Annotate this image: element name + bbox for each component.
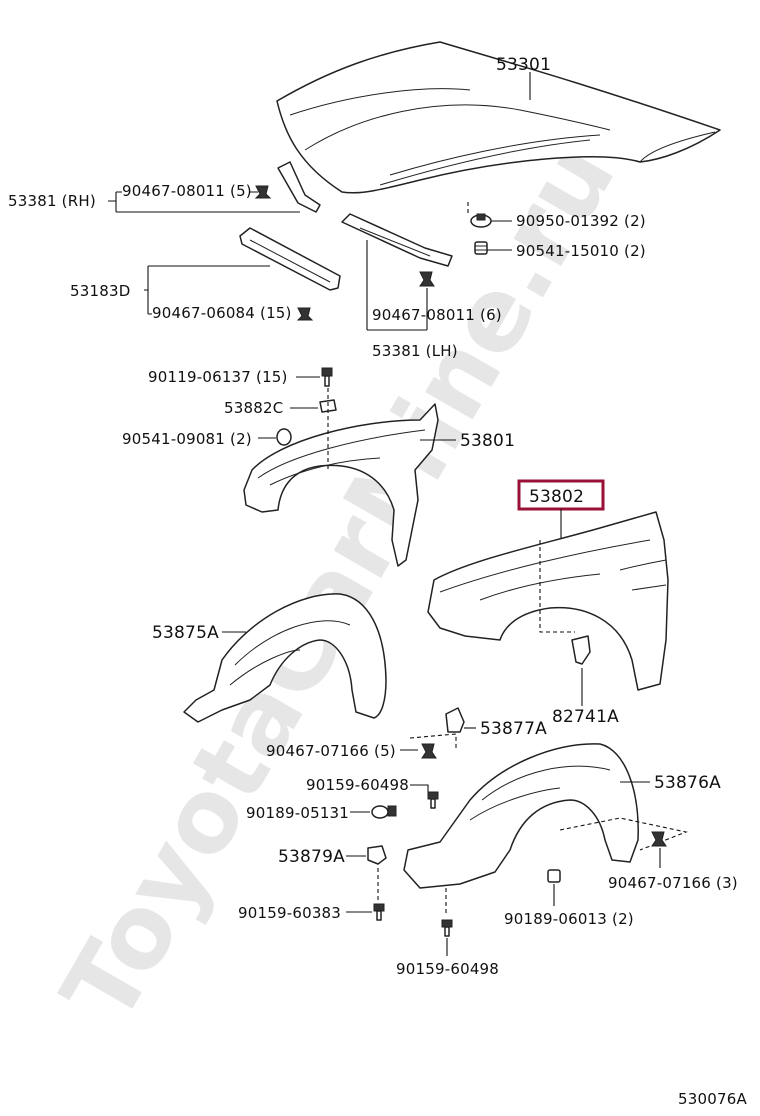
label-seal-lh[interactable]: 53381 (LH) <box>372 342 458 360</box>
screw-60498-a-leader <box>410 784 429 792</box>
clip-07166-3-dash <box>559 817 688 851</box>
nut-icon[interactable] <box>547 869 561 883</box>
bracket-82741a-icon[interactable] <box>571 635 591 665</box>
hood-seal-lh-part[interactable] <box>341 213 453 267</box>
seal-lh-leader <box>366 240 428 331</box>
hood-lock-support-panel-part[interactable] <box>239 227 341 291</box>
fender-liner-rh-part[interactable] <box>403 743 639 889</box>
screw-icon[interactable] <box>427 791 439 809</box>
clip-icon[interactable] <box>419 271 435 287</box>
cushion-icon[interactable] <box>470 213 492 228</box>
label-nut-90189-06013[interactable]: 90189-06013 (2) <box>504 910 634 928</box>
seal-53879a-icon[interactable] <box>367 845 387 865</box>
label-hood[interactable]: 53301 <box>496 55 551 75</box>
label-fender-rh[interactable]: 53802 <box>529 487 584 507</box>
label-seal-53879a[interactable]: 53879A <box>278 847 345 867</box>
fender-liner-lh-part[interactable] <box>183 593 387 723</box>
label-liner-53876a[interactable]: 53876A <box>654 773 721 793</box>
label-clip-90467-08011-5[interactable]: 90467-08011 (5) <box>122 182 252 200</box>
bolt-icon[interactable] <box>321 367 333 387</box>
nut-icon[interactable] <box>371 805 397 819</box>
label-bolt-90119[interactable]: 90119-06137 (15) <box>148 368 288 386</box>
hood-part[interactable] <box>276 41 721 194</box>
clip-icon[interactable] <box>421 743 437 759</box>
label-nut-90189-05131[interactable]: 90189-05131 <box>246 804 349 822</box>
label-screw-90159-60498-a[interactable]: 90159-60498 <box>306 776 409 794</box>
label-screw-90159-60383[interactable]: 90159-60383 <box>238 904 341 922</box>
label-cushion-90541-15010[interactable]: 90541-15010 (2) <box>516 242 646 260</box>
screw-icon[interactable] <box>441 919 453 937</box>
seal-rh-leader <box>108 191 300 213</box>
fender-rh-dash <box>539 540 575 633</box>
label-cushion-90541-09081[interactable]: 90541-09081 (2) <box>122 430 252 448</box>
label-bracket-53882c[interactable]: 53882C <box>224 399 283 417</box>
front-fender-lh-part[interactable] <box>243 388 439 567</box>
stopper-icon[interactable] <box>474 241 488 255</box>
seal-53877a-dash <box>409 733 457 750</box>
label-fender-lh[interactable]: 53801 <box>460 431 515 451</box>
label-clip-90467-08011-6[interactable]: 90467-08011 (6) <box>372 306 502 324</box>
hood-seal-rh-part[interactable] <box>277 161 321 213</box>
label-cushion-90950[interactable]: 90950-01392 (2) <box>516 212 646 230</box>
panel-leader <box>144 265 270 315</box>
diagram-code: 530076A <box>678 1090 747 1108</box>
label-clip-90467-07166-3[interactable]: 90467-07166 (3) <box>608 874 738 892</box>
cushion-icon[interactable] <box>276 428 292 446</box>
label-screw-90159-60498-b[interactable]: 90159-60498 <box>396 960 499 978</box>
label-clip-90467-06084[interactable]: 90467-06084 (15) <box>152 304 292 322</box>
label-seal-rh[interactable]: 53381 (RH) <box>8 192 96 210</box>
clip-icon[interactable] <box>296 307 314 321</box>
label-seal-53877a[interactable]: 53877A <box>480 719 547 739</box>
seal-53877a-icon[interactable] <box>445 707 465 733</box>
front-fender-rh-part[interactable] <box>427 511 669 691</box>
label-clip-90467-07166-5[interactable]: 90467-07166 (5) <box>266 742 396 760</box>
label-panel-53183d[interactable]: 53183D <box>70 282 130 300</box>
screw-icon[interactable] <box>373 903 385 921</box>
label-bracket-82741a[interactable]: 82741A <box>552 707 619 727</box>
clip-icon[interactable] <box>651 831 667 847</box>
label-liner-53875a[interactable]: 53875A <box>152 623 219 643</box>
clip-icon[interactable] <box>254 185 272 199</box>
